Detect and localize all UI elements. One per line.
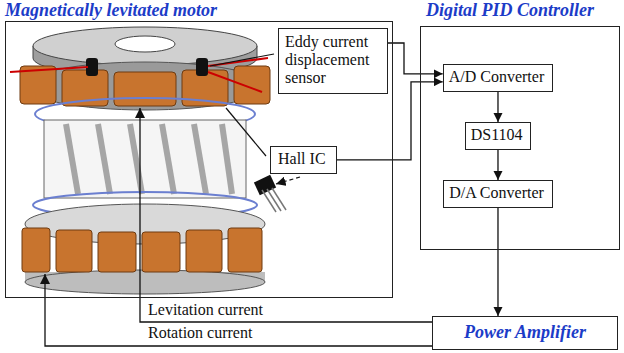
processor-box: DS1104 bbox=[465, 122, 532, 150]
levitation-wire bbox=[140, 108, 432, 322]
rotation-coil bbox=[56, 230, 92, 272]
box-label: A/D Converter bbox=[449, 68, 545, 86]
lower-stator bbox=[22, 204, 265, 294]
heading: Digital PID Controller bbox=[426, 0, 620, 21]
converter-box: A/D Converter bbox=[443, 64, 554, 92]
rotation-wire bbox=[45, 274, 432, 346]
box-label: Eddy current displacement sensor bbox=[285, 33, 381, 87]
sensor-cable bbox=[208, 72, 262, 92]
top-plate-hole bbox=[115, 36, 175, 52]
signal-arrow bbox=[497, 92, 498, 122]
rotation-coil bbox=[22, 228, 50, 272]
rotor-blade bbox=[162, 124, 174, 194]
current-wires bbox=[45, 108, 432, 346]
rotor-blade bbox=[222, 124, 232, 194]
sensor-probe bbox=[196, 58, 208, 76]
top-plate bbox=[33, 27, 257, 65]
hall-ic-pin bbox=[272, 188, 286, 210]
heading: Power Amplifier bbox=[464, 322, 586, 343]
levitation-coil bbox=[234, 66, 270, 104]
rotor-body bbox=[44, 120, 246, 198]
signal-arrow bbox=[497, 150, 498, 180]
rotation-coil bbox=[186, 230, 222, 272]
sensor-box: Eddy current displacement sensor bbox=[278, 28, 388, 94]
heading: Magnetically levitated motor bbox=[5, 0, 393, 21]
rotation-coil bbox=[228, 228, 262, 272]
signal-label: Levitation current bbox=[147, 301, 264, 319]
box-label: DS1104 bbox=[471, 126, 523, 144]
box-label: Hall IC bbox=[278, 150, 326, 168]
controller-group: Digital PID ControllerA/D ConverterDS110… bbox=[420, 0, 620, 250]
converter-box: D/A Converter bbox=[443, 180, 553, 208]
leader-arrow bbox=[276, 177, 300, 184]
rotor-blade bbox=[66, 124, 78, 194]
levitation-coil bbox=[114, 72, 176, 106]
motor-group: Magnetically levitated motorEddy current… bbox=[5, 0, 393, 298]
rotation-coil bbox=[142, 232, 180, 272]
hall-ic-part bbox=[254, 175, 286, 212]
box-label: D/A Converter bbox=[449, 184, 544, 202]
signal-label: Rotation current bbox=[147, 324, 253, 342]
signal-arrow bbox=[388, 43, 443, 74]
amplifier-box: Power Amplifier bbox=[432, 316, 618, 350]
leader-line bbox=[226, 108, 266, 156]
rotor-blade bbox=[194, 124, 206, 194]
hall-ic-body bbox=[254, 175, 276, 195]
rotor-blade bbox=[98, 124, 110, 194]
leader-line bbox=[210, 54, 274, 66]
signal-arrow bbox=[497, 208, 498, 316]
rotation-coil bbox=[98, 232, 136, 272]
base-plate bbox=[25, 270, 265, 294]
hall-ic-box: Hall IC bbox=[270, 146, 337, 174]
sensor-cable bbox=[10, 67, 88, 72]
rotor bbox=[33, 98, 257, 218]
